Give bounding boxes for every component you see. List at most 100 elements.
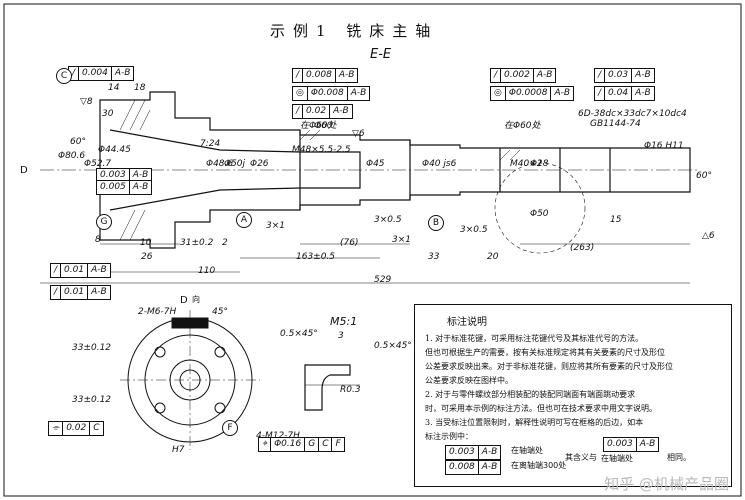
drawing-title: 示例1 铣床主轴 xyxy=(270,22,439,40)
dim-m48: M48×5.5-2.5 xyxy=(292,145,351,155)
dim-20: 20 xyxy=(487,252,499,262)
dim-tri6: △6 xyxy=(702,231,715,241)
dim-dia80: Φ80.6 xyxy=(58,151,86,161)
section-hatching xyxy=(119,99,521,241)
dim-chamfer-b: 0.5×45° xyxy=(374,341,412,351)
dim-33: 33 xyxy=(428,252,440,262)
note-same: 相同。 xyxy=(667,453,691,462)
dim-dia18: Φ18 xyxy=(530,159,549,169)
dim-33-b: 33±0.12 xyxy=(72,395,112,405)
dim-26: 26 xyxy=(141,252,153,262)
dim-dia48: Φ48.6 xyxy=(206,159,234,169)
datum-c: C xyxy=(56,68,72,84)
dim-dia40: Φ40 js6 xyxy=(422,159,457,169)
datum-b: B xyxy=(428,215,444,231)
dim-3x05-a: 3×0.5 xyxy=(374,215,402,225)
dim-30: 30 xyxy=(102,109,114,119)
dim-m40: M40×2 xyxy=(510,159,543,169)
dim-h7: H7 xyxy=(172,445,185,455)
dim-dia50j: Φ50j xyxy=(224,159,246,169)
view-d-label: D xyxy=(20,165,28,176)
dim-3x1-b: 3×1 xyxy=(392,235,411,245)
dim-10: 10 xyxy=(140,238,152,248)
dim-60-left: 60° xyxy=(70,137,86,147)
note-fcf-1-text: 在轴端处 xyxy=(511,446,543,455)
note-line-6: 时，可采用本示例的标注方法。但也可在技术要求中用文字说明。 xyxy=(425,404,657,413)
notes-panel: 标注说明 1. 对于标准花键，可采用标注花键代号及其标准代号的方法。 但也可根据… xyxy=(414,304,732,487)
dim-76: (76) xyxy=(340,238,359,248)
view-d-suffix: 向 xyxy=(192,295,200,304)
note-line-8: 标注示例中： xyxy=(425,432,473,441)
thread-detail xyxy=(304,364,360,411)
dim-31: 31±0.2 xyxy=(180,238,214,248)
dim-33-a: 33±0.12 xyxy=(72,343,112,353)
dim-3: 3 xyxy=(338,331,344,341)
note-line-3: 公差要求反映出来。对于非标准花键，则应将其所有要素的尺寸及形位 xyxy=(425,362,673,371)
dim-finish-8: ▽8 xyxy=(80,97,93,107)
spindle-outline xyxy=(99,91,691,249)
dim-15: 15 xyxy=(610,215,622,225)
dim-110: 110 xyxy=(198,266,216,276)
dim-dia50: Φ50 xyxy=(530,209,549,219)
dim-14: 14 xyxy=(108,83,120,93)
dim-taper: 7:24 xyxy=(200,139,221,149)
detail-circle xyxy=(494,162,586,254)
dimension-lines xyxy=(40,243,690,284)
note-mean: 其含义与 xyxy=(565,453,597,462)
dim-8: 8 xyxy=(95,235,101,245)
dim-standard: GB1144-74 xyxy=(590,119,641,129)
dim-2m6: 2-M6-7H xyxy=(138,307,177,317)
dim-spline: 6D-38dc×33dc7×10dc4 xyxy=(578,109,687,119)
note-line-2: 但也可根据生产的需要，按有关标准规定将其有关要素的尺寸及形位 xyxy=(425,348,665,357)
note-fcf-2-text: 在离轴端300处 xyxy=(511,461,567,470)
dim-3x1: 3×1 xyxy=(266,221,285,231)
dim-18: 18 xyxy=(134,83,146,93)
note-line-5: 2. 对于与零件螺纹部分相装配的装配同端面有端面跳动要求 xyxy=(425,390,636,399)
dim-finish-6: ▽6 xyxy=(352,129,365,139)
note-line-1: 1. 对于标准花键，可采用标注花键代号及其标准代号的方法。 xyxy=(425,334,644,343)
dim-dia45: Φ45 xyxy=(366,159,385,169)
dim-263: (263) xyxy=(570,243,595,253)
dim-163: 163±0.5 xyxy=(296,252,336,262)
dim-note-60a: 在Φ60处 xyxy=(300,121,337,131)
watermark: 知乎 @机械产品圈 xyxy=(604,475,729,493)
dim-r03: R0.3 xyxy=(340,385,361,395)
note-line-7: 3. 当受标注位置限制时，解释性说明可写在框格的后边，如本 xyxy=(425,418,644,427)
dim-dia26: Φ26 xyxy=(250,159,269,169)
dim-4m12: 4-M12-7H xyxy=(256,431,300,441)
datum-a: A xyxy=(236,212,252,228)
scale-label: M5:1 xyxy=(330,315,358,328)
dim-note-60b: 在Φ60处 xyxy=(504,121,541,131)
notes-heading: 标注说明 xyxy=(447,317,487,328)
dim-60-right: 60° xyxy=(696,171,712,181)
dim-dia52: Φ52.7 xyxy=(84,159,112,169)
dim-2: 2 xyxy=(222,238,228,248)
datum-g: G xyxy=(96,214,112,230)
note-fcf-3-text: 在轴端处 xyxy=(601,454,633,463)
datum-f: F xyxy=(222,420,238,436)
note-line-4: 公差要求反映在图样中。 xyxy=(425,376,513,385)
dim-529: 529 xyxy=(374,275,392,285)
view-d-title: D xyxy=(180,295,188,306)
dim-dia44: Φ44.45 xyxy=(98,145,131,155)
dim-chamfer-a: 0.5×45° xyxy=(280,329,318,339)
dim-3x05-b: 3×0.5 xyxy=(460,225,488,235)
dim-dia16: Φ16 H11 xyxy=(644,141,684,151)
dim-45deg: 45° xyxy=(212,307,228,317)
flange-end-view xyxy=(120,310,260,450)
dim-dia60: Φ60 xyxy=(314,121,333,131)
